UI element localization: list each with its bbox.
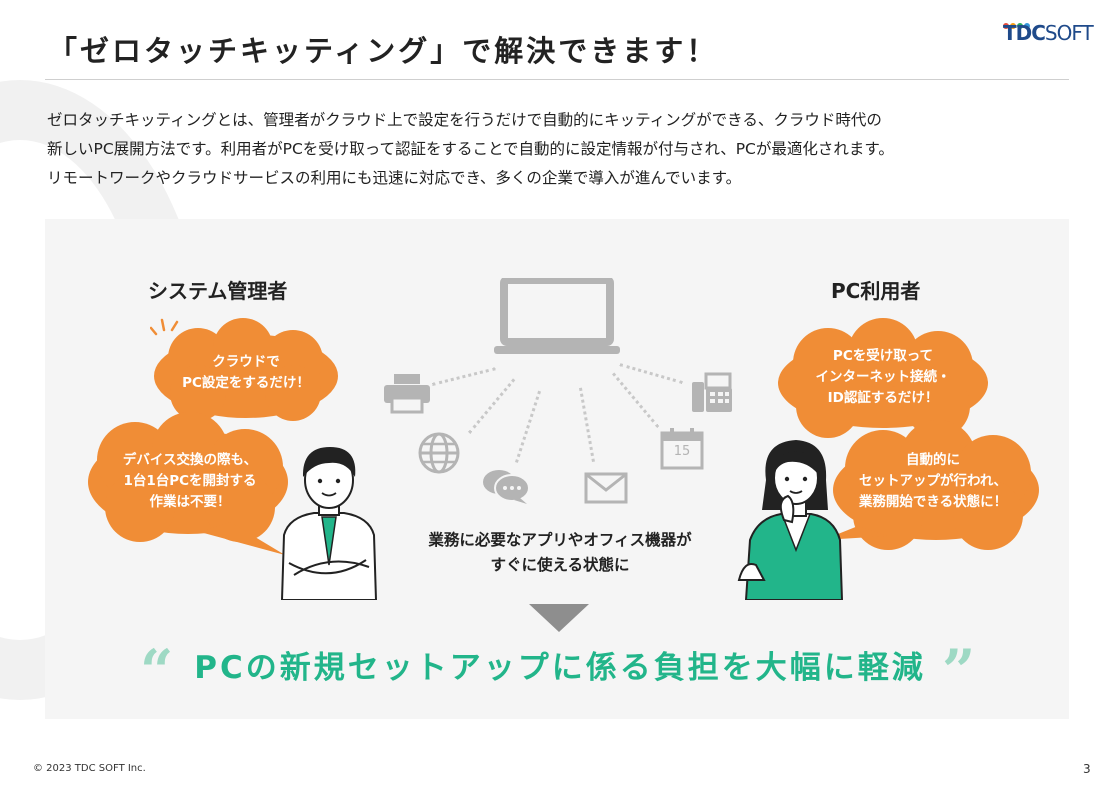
logo-wordmark: TDCSOFT xyxy=(1003,21,1094,45)
globe-icon xyxy=(418,432,460,474)
user-bubble-2-line-1: 自動的に xyxy=(906,452,960,468)
user-bubble-1-line-3: ID認証するだけ！ xyxy=(827,390,939,406)
fax-icon xyxy=(692,372,732,412)
down-arrow-icon xyxy=(529,604,589,632)
center-caption-line-1: 業務に必要なアプリやオフィス機器が xyxy=(428,531,692,549)
calendar-icon xyxy=(660,428,704,470)
page-number: 3 xyxy=(1083,762,1091,776)
logo-dot-blue xyxy=(1024,23,1030,29)
copyright: © 2023 TDC SOFT Inc. xyxy=(33,763,146,774)
admin-bubble-1-text: クラウドで PC設定をするだけ！ xyxy=(148,352,344,394)
admin-bubble-2-line-1: デバイス交換の際も、 xyxy=(122,452,258,468)
tdc-soft-logo: TDCSOFT xyxy=(1003,14,1094,45)
user-cloud-bubble-2 xyxy=(823,420,1039,550)
calendar-day: 15 xyxy=(673,444,691,459)
logo-soft: SOFT xyxy=(1044,21,1094,45)
user-role-label: PC利用者 xyxy=(831,279,921,303)
user-person-illustration xyxy=(737,440,844,600)
intro-line-1: ゼロタッチキッティングとは、管理者がクラウド上で設定を行うだけで自動的にキッティ… xyxy=(47,111,882,129)
title-divider xyxy=(45,79,1069,80)
user-bubble-1-line-1: PCを受け取って xyxy=(832,348,934,364)
admin-bubble-2-line-2: 1台1台PCを開封する xyxy=(123,473,257,489)
user-bubble-2-line-2: セットアップが行われ、 xyxy=(859,473,1007,489)
user-bubble-2-text: 自動的に セットアップが行われ、 業務開始できる状態に！ xyxy=(818,450,1048,513)
headline: PCの新規セットアップに係る負担を大幅に軽減 xyxy=(194,650,926,686)
admin-bubble-2-text: デバイス交換の際も、 1台1台PCを開封する 作業は不要！ xyxy=(84,450,296,513)
admin-bubble-1-line-2: PC設定をするだけ！ xyxy=(182,375,310,391)
user-bubble-1-line-2: インターネット接続・ xyxy=(815,369,951,385)
admin-role-label: システム管理者 xyxy=(148,279,288,303)
intro-line-2: 新しいPC展開方法です。利用者がPCを受け取って認証をすることで自動的に設定情報… xyxy=(47,140,894,158)
close-quote-icon: ” xyxy=(942,637,976,705)
intro-paragraph: ゼロタッチキッティングとは、管理者がクラウド上で設定を行うだけで自動的にキッティ… xyxy=(47,106,1067,193)
user-cloud-bubble-1 xyxy=(778,318,988,438)
laptop-icon xyxy=(494,278,620,354)
user-bubble-1-text: PCを受け取って インターネット接続・ ID認証するだけ！ xyxy=(768,346,998,409)
logo-dot-orange xyxy=(1010,23,1016,29)
admin-cloud-bubble-2 xyxy=(88,412,288,555)
admin-person-illustration xyxy=(280,447,378,600)
mail-icon xyxy=(584,472,628,504)
center-caption-line-2: すぐに使える状態に xyxy=(490,556,630,574)
logo-dot-green xyxy=(1017,23,1023,29)
sparkle-icon xyxy=(150,318,179,336)
logo-dot-red xyxy=(1003,23,1009,29)
admin-bubble-1-line-1: クラウドで xyxy=(212,354,280,370)
center-caption: 業務に必要なアプリやオフィス機器が すぐに使える状態に xyxy=(380,528,740,578)
user-bubble-2-line-3: 業務開始できる状態に！ xyxy=(858,494,1008,510)
printer-icon xyxy=(384,374,430,414)
logo-tdc: TDC xyxy=(1003,21,1046,45)
page-title: 「ゼロタッチキッティング」で解決できます！ xyxy=(48,34,719,68)
admin-cloud-bubble-1 xyxy=(154,318,338,421)
logo-dots xyxy=(1003,14,1031,33)
chat-icon xyxy=(483,470,530,504)
open-quote-icon: “ xyxy=(140,637,174,705)
admin-bubble-2-line-3: 作業は不要！ xyxy=(149,494,231,510)
intro-line-3: リモートワークやクラウドサービスの利用にも迅速に対応でき、多くの企業で導入が進ん… xyxy=(47,169,742,187)
